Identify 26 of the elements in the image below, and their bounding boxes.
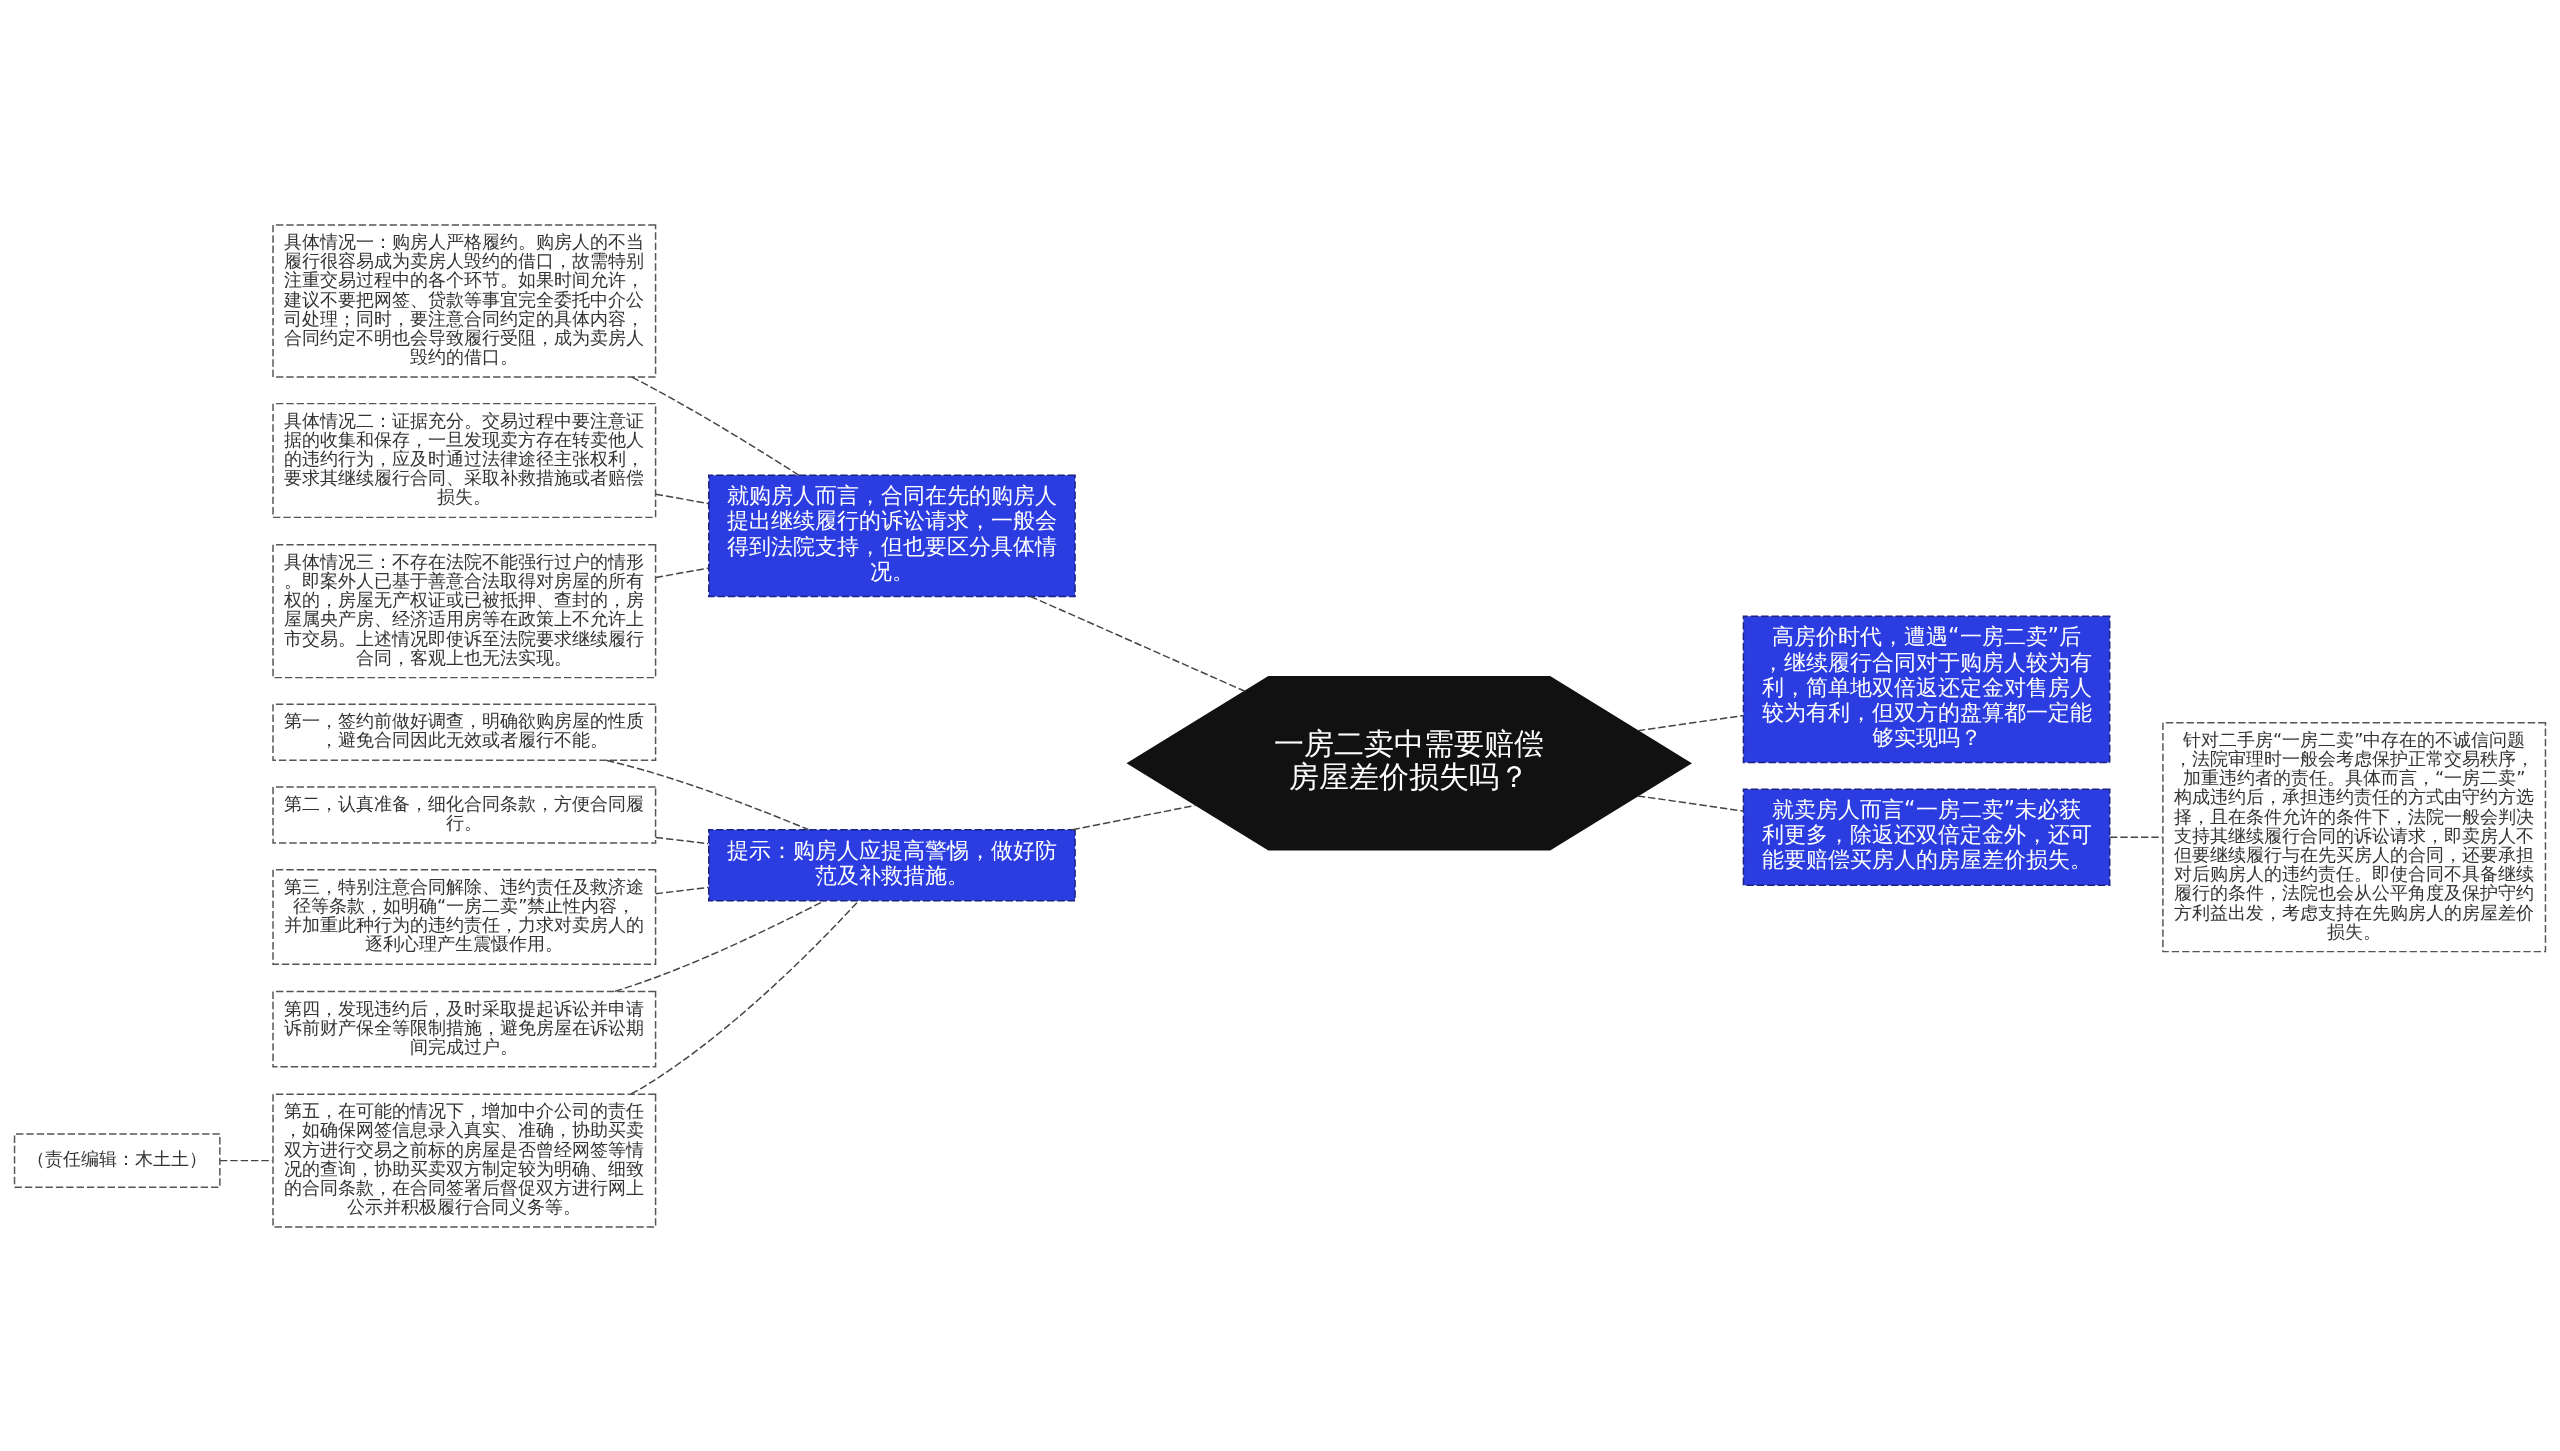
node-box: 高房价时代，遭遇“一房二卖”后，继续履行合同对于购房人较为有利，简单地双倍返还定金对售房人较为有利，但双方的盘算都一定能够实现吗？ [1742, 615, 2111, 763]
connector [655, 836, 709, 844]
connector [630, 899, 860, 1095]
node-box: 提示：购房人应提高警惕，做好防范及补救措施。 [708, 828, 1076, 901]
node-box: （责任编辑：木土土） [13, 1132, 221, 1188]
node-box: 具体情况二：证据充分。交易过程中要注意证据的收集和保存，一旦发现卖方存在转卖他人的违约行为，应及时通过法律途径主张权利，要求其继续履行合同、采取补救措施或者赔偿损失。 [272, 402, 657, 518]
node-box: 具体情况三：不存在法院不能强行过户的情形。即案外人已基于善意合法取得对房屋的所有权的，房屋无产权证或已被抵押、查封的，房屋属央产房、经济适用房等在政策上不允许上市交易。上述情况即使诉至法院要求继续履行合同，客观上也无法实现。 [272, 543, 657, 678]
connector [655, 886, 709, 894]
node-box: 就购房人而言，合同在先的购房人提出继续履行的诉讼请求，一般会得到法院支持，但也要区分具体情况。 [708, 474, 1076, 597]
connector [1071, 804, 1197, 830]
node-box: 第三，特别注意合同解除、违约责任及救济途径等条款，如明确“一房二卖”禁止性内容，并加重此种行为的违约责任，力求对卖房人的逐利心理产生震慑作用。 [272, 868, 657, 965]
connector [1637, 794, 1744, 812]
node-box: 第二，认真准备，细化合同条款，方便合同履行。 [272, 785, 657, 844]
connector [655, 492, 709, 504]
node-box: 第一，签约前做好调查，明确欲购房屋的性质，避免合同因此无效或者履行不能。 [272, 702, 657, 761]
connector [606, 759, 810, 830]
connector [614, 899, 826, 992]
connector [1637, 714, 1744, 731]
connector [1029, 595, 1246, 692]
node-box: 第四，发现违约后，及时采取提起诉讼并申请诉前财产保全等限制措施，避免房屋在诉讼期间完成过户。 [272, 990, 657, 1068]
node-box: 针对二手房“一房二卖”中存在的不诚信问题，法院审理时一般会考虑保护正常交易秩序，加重违约者的责任。具体而言，“一房二卖”构成违约后，承担违约责任的方式由守约方选择，且在条件允许的条件下，法院一般会判决支持其继续履行合同的诉讼请求，即卖房人不但要继续履行与在先买房人的合同，还要承担对后购房人的违约责任。即使合同不具备继续履行的条件，法院也会从公平角度及保护守约方利益出发，考虑支持在先购房人的房屋差价损失。 [2162, 721, 2547, 952]
connector [631, 375, 800, 476]
connector [655, 566, 709, 578]
node-box: 具体情况一：购房人严格履约。购房人的不当履行很容易成为卖房人毁约的借口，故需特别注重交易过程中的各个环节。如果时间允许，建议不要把网签、贷款等事宜完全委托中介公司处理；同时，要注意合同约定的具体内容，合同约定不明也会导致履行受阻，成为卖房人毁约的借口。 [272, 223, 657, 378]
node-box: 就卖房人而言“一房二卖”未必获利更多，除返还双倍定金外，还可能要赔偿买房人的房屋差价损失。 [1742, 787, 2111, 886]
node-box: 第五，在可能的情况下，增加中介公司的责任，如确保网签信息录入真实、准确，协助买卖双方进行交易之前标的房屋是否曾经网签等情况的查询，协助买卖双方制定较为明确、细致的合同条款，在合同签署后督促双方进行网上公示并积极履行合同义务等。 [272, 1092, 657, 1228]
